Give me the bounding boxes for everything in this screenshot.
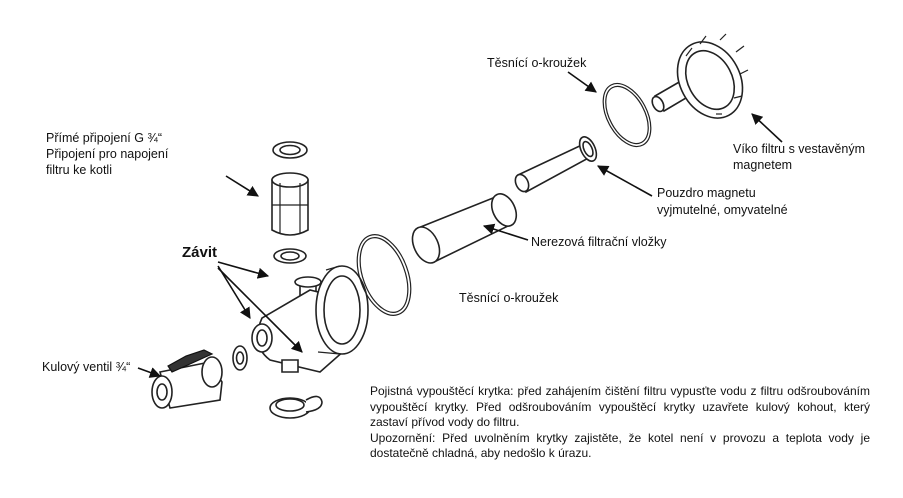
ball-valve: [151, 349, 223, 409]
filter-cap: [651, 33, 749, 119]
note-paragraph-drain: Pojistná vypouštěcí krytka: před zahájen…: [370, 384, 870, 429]
side-washer: [232, 345, 248, 371]
label-direct-connection-3: filtru ke kotli: [46, 163, 112, 177]
top-o-ring: [602, 82, 652, 148]
middle-washer: [273, 248, 307, 264]
drain-cap: [269, 395, 323, 419]
magnet-sleeve: [514, 136, 598, 194]
leader-arrows: [137, 71, 783, 378]
label-magnet-sleeve-1: Pouzdro magnetu: [657, 186, 756, 200]
label-direct-connection-2: Připojení pro napojení: [46, 147, 169, 161]
label-magnet-sleeve-2: vyjmutelné, omyvatelné: [657, 203, 788, 217]
large-o-ring: [356, 234, 412, 316]
filter-body: [251, 265, 369, 373]
label-thread: Závit: [182, 244, 218, 261]
stainless-filter-insert: [411, 193, 518, 264]
label-ball-valve: Kulový ventil ¾“: [42, 360, 131, 374]
arrow-ball-valve: [137, 367, 162, 378]
top-washer: [272, 141, 308, 159]
arrow-filter-cap: [751, 113, 783, 143]
arrow-direct-connection: [225, 175, 259, 197]
arrow-magnet-sleeve: [597, 165, 653, 197]
drain-cap-note: Pojistná vypouštěcí krytka: před zahájen…: [370, 384, 870, 462]
union-fitting: [271, 172, 309, 236]
label-filter-cap-2: magnetem: [733, 158, 793, 172]
arrow-thread-top: [217, 261, 270, 279]
note-paragraph-warning: Upozornění: Před uvolněním krytky zajist…: [370, 430, 870, 461]
arrow-filter-insert: [482, 223, 529, 241]
label-top-o-ring: Těsnící o-kroužek: [487, 56, 587, 70]
label-middle-o-ring: Těsnící o-kroužek: [459, 291, 559, 305]
label-filter-cap-1: Víko filtru s vestavěným: [733, 142, 865, 156]
label-direct-connection-1: Přímé připojení G ¾“: [46, 131, 163, 145]
arrow-thread-left: [217, 265, 251, 319]
arrow-thread-bottom: [217, 267, 303, 353]
label-filter-insert: Nerezová filtrační vložky: [531, 235, 667, 249]
arrow-top-o-ring: [567, 71, 597, 93]
